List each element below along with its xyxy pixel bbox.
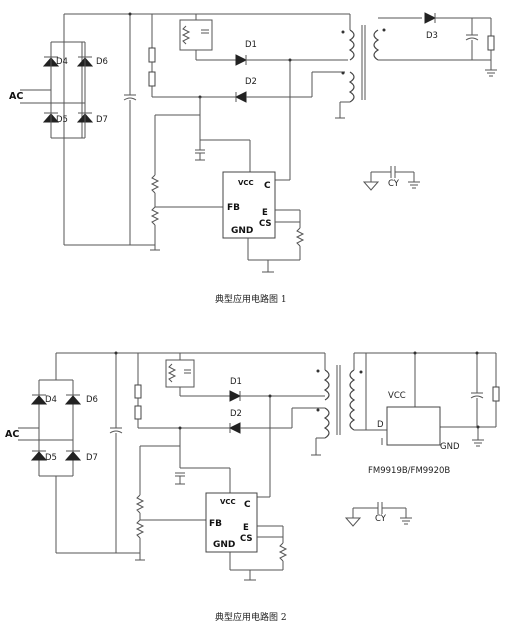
sync-rectifier-ic — [386, 406, 441, 446]
d5-label-2: D5 — [45, 453, 57, 463]
d2-label-1: D2 — [245, 77, 257, 87]
d5-label-1: D5 — [56, 115, 68, 125]
d7-label-1: D7 — [96, 115, 108, 125]
ic2-vcc-label: VCC — [220, 498, 236, 506]
ac-label-1: AC — [9, 91, 23, 102]
d1-label-2: D1 — [230, 377, 242, 387]
d4-label-1: D4 — [56, 57, 68, 67]
ic2-cs-label: CS — [240, 534, 253, 544]
d6-label-1: D6 — [96, 57, 108, 67]
figure-1: AC D4 D6 D5 D7 D1 — [9, 12, 497, 305]
d2-label-2: D2 — [230, 409, 242, 419]
ic2-e-label: E — [243, 523, 249, 533]
figure-2: AC D4 D6 D5 D7 D1 D2 — [5, 351, 500, 623]
cy-label-2: CY — [375, 514, 387, 524]
figure-2-caption: 典型应用电路图 2 — [215, 611, 287, 623]
cy-label-1: CY — [388, 179, 400, 189]
ic2-gnd-label: GND — [213, 540, 235, 550]
ic1-gnd-label: GND — [231, 226, 253, 236]
ic1-cs-label: CS — [259, 219, 272, 229]
d7-label-2: D7 — [86, 453, 98, 463]
sr-vcc-label: VCC — [388, 391, 406, 401]
control-ic-1 — [222, 171, 276, 239]
d4-label-2: D4 — [45, 395, 57, 405]
control-ic-2 — [205, 492, 258, 553]
sr-part-number: FM9919B/FM9920B — [368, 466, 450, 476]
ic1-e-label: E — [262, 208, 268, 218]
ic2-c-label: C — [244, 500, 251, 510]
d6-label-2: D6 — [86, 395, 98, 405]
figure-1-caption: 典型应用电路图 1 — [215, 293, 287, 305]
sr-gnd-label: GND — [440, 442, 460, 452]
ic2-fb-label: FB — [209, 519, 222, 529]
d1-label-1: D1 — [245, 40, 257, 50]
ac-label-2: AC — [5, 429, 19, 440]
ic1-vcc-label: VCC — [238, 179, 254, 187]
bridge-rectifier-1 — [20, 41, 94, 139]
ic1-fb-label: FB — [227, 203, 240, 213]
ic1-c-label: C — [264, 181, 271, 191]
sr-d-label: D — [377, 420, 384, 430]
d3-label-1: D3 — [426, 31, 438, 41]
